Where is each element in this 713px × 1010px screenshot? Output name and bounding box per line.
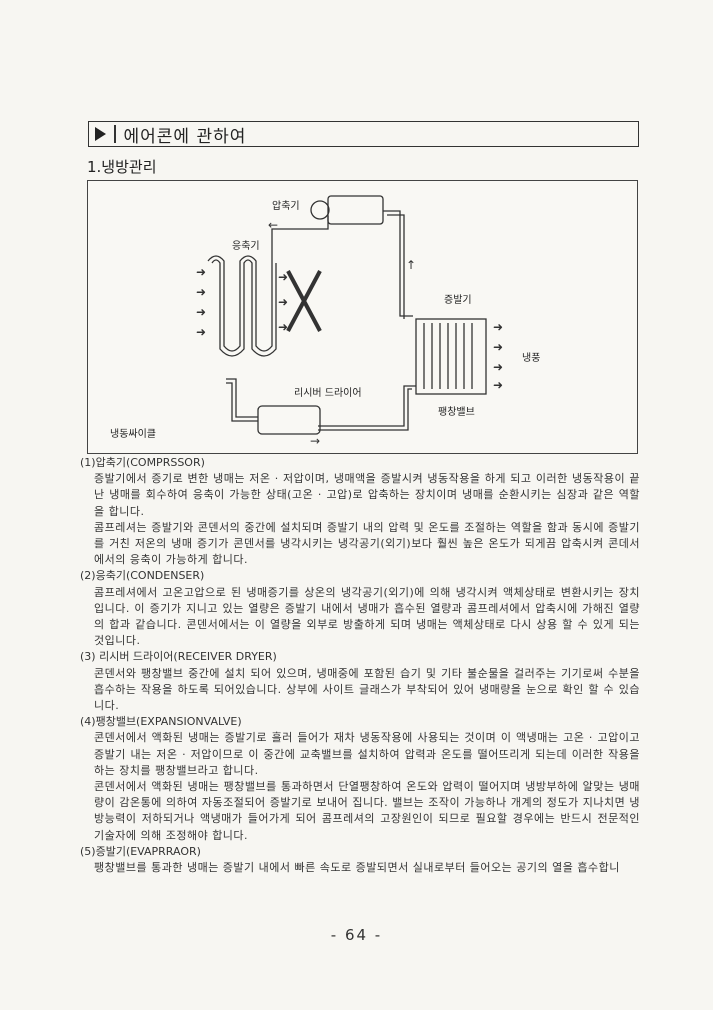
svg-text:➜: ➜ — [278, 295, 288, 309]
condenser-label: 응축기 — [232, 241, 260, 252]
paragraph: 콤프레셔에서 고온고압으로 된 냉매증기를 상온의 냉각공기(외기)에 의해 냉… — [94, 585, 640, 648]
refrigeration-cycle-drawing: ➜ ➜ ➜ ➜ ➜ ➜ ➜ ➜ ➜ ➜ ➜ ← ↑ → — [196, 195, 503, 448]
cycle-label: 냉동싸이클 — [110, 429, 156, 440]
svg-text:➜: ➜ — [493, 320, 503, 334]
svg-text:➜: ➜ — [196, 265, 206, 279]
item-heading: (2)응축기(CONDENSER) — [80, 569, 205, 583]
paragraph: 콘덴서에서 액화된 냉매는 팽창밸브를 통과하면서 단열팽창하여 온도와 압력이… — [94, 780, 640, 842]
section-title-bar: 에어콘에 관하여 — [88, 121, 639, 147]
svg-text:➜: ➜ — [278, 320, 288, 334]
receiver-drier-unit — [257, 405, 321, 435]
play-arrow-icon — [95, 127, 106, 141]
evaporator-unit — [415, 318, 487, 395]
cooling-air-label: 냉풍 — [522, 353, 541, 364]
paragraph: 팽창밸브를 통과한 냉매는 증발기 내에서 빠른 속도로 증발되면서 실내로부터… — [94, 861, 620, 875]
paragraph: 콘덴서와 팽창밸브 중간에 설치 되어 있으며, 냉매중에 포함된 습기 및 기… — [94, 666, 640, 713]
item-compressor: (1)압축기(COMPRSSOR) 증발기에서 증기로 변한 냉매는 저온 · … — [80, 455, 640, 568]
body-text: (1)압축기(COMPRSSOR) 증발기에서 증기로 변한 냉매는 저온 · … — [80, 455, 640, 876]
receiver-drier-label: 리시버 드라이어 — [294, 388, 362, 399]
svg-text:➜: ➜ — [196, 305, 206, 319]
expansion-valve-label: 팽창밸브 — [438, 407, 475, 418]
svg-text:➜: ➜ — [493, 340, 503, 354]
svg-text:←: ← — [268, 218, 278, 232]
svg-text:→: → — [310, 434, 320, 448]
svg-text:↑: ↑ — [406, 258, 416, 272]
item-heading: (5)증발기(EVAPRRAOR) — [80, 844, 201, 858]
page-number: - 64 - — [330, 926, 383, 944]
svg-text:➜: ➜ — [196, 285, 206, 299]
item-evaporator: (5)증발기(EVAPRRAOR) 팽창밸브를 통과한 냉매는 증발기 내에서 … — [80, 844, 640, 876]
section-heading: 1.냉방관리 — [87, 158, 157, 176]
compressor-label: 압축기 — [272, 201, 300, 212]
paragraph: 콤프레셔는 증발기와 콘덴서의 중간에 설치되며 증발기 내의 압력 및 온도를… — [94, 520, 640, 567]
item-heading: (4)팽창밸브(EXPANSIONVALVE) — [80, 715, 242, 729]
paragraph: 콘덴서에서 액화된 냉매는 증발기로 흘러 들어가 재차 냉동작용에 사용되는 … — [94, 731, 640, 777]
page-title: 에어콘에 관하여 — [123, 126, 247, 147]
svg-text:➜: ➜ — [196, 325, 206, 339]
paragraph: 증발기에서 증기로 변한 냉매는 저온 · 저압이며, 냉매액을 증발시켜 냉동… — [94, 472, 640, 518]
compressor-unit — [327, 195, 384, 225]
svg-text:➜: ➜ — [278, 270, 288, 284]
item-condenser: (2)응축기(CONDENSER) 콤프레셔에서 고온고압으로 된 냉매증기를 … — [80, 568, 640, 649]
svg-text:➜: ➜ — [493, 360, 503, 374]
svg-text:➜: ➜ — [493, 378, 503, 392]
divider — [114, 125, 116, 143]
evaporator-label: 증발기 — [444, 295, 472, 306]
item-heading: (3) 리시버 드라이어(RECEIVER DRYER) — [80, 650, 277, 664]
item-receiver-drier: (3) 리시버 드라이어(RECEIVER DRYER) 콘덴서와 팽창밸브 중… — [80, 649, 640, 714]
refrigeration-cycle-diagram: ➜ ➜ ➜ ➜ ➜ ➜ ➜ ➜ ➜ ➜ ➜ ← ↑ → 압축기 응축기 증발기 … — [87, 180, 638, 454]
item-heading: (1)압축기(COMPRSSOR) — [80, 456, 205, 469]
item-expansion-valve: (4)팽창밸브(EXPANSIONVALVE) 콘덴서에서 액화된 냉매는 증발… — [80, 714, 640, 844]
